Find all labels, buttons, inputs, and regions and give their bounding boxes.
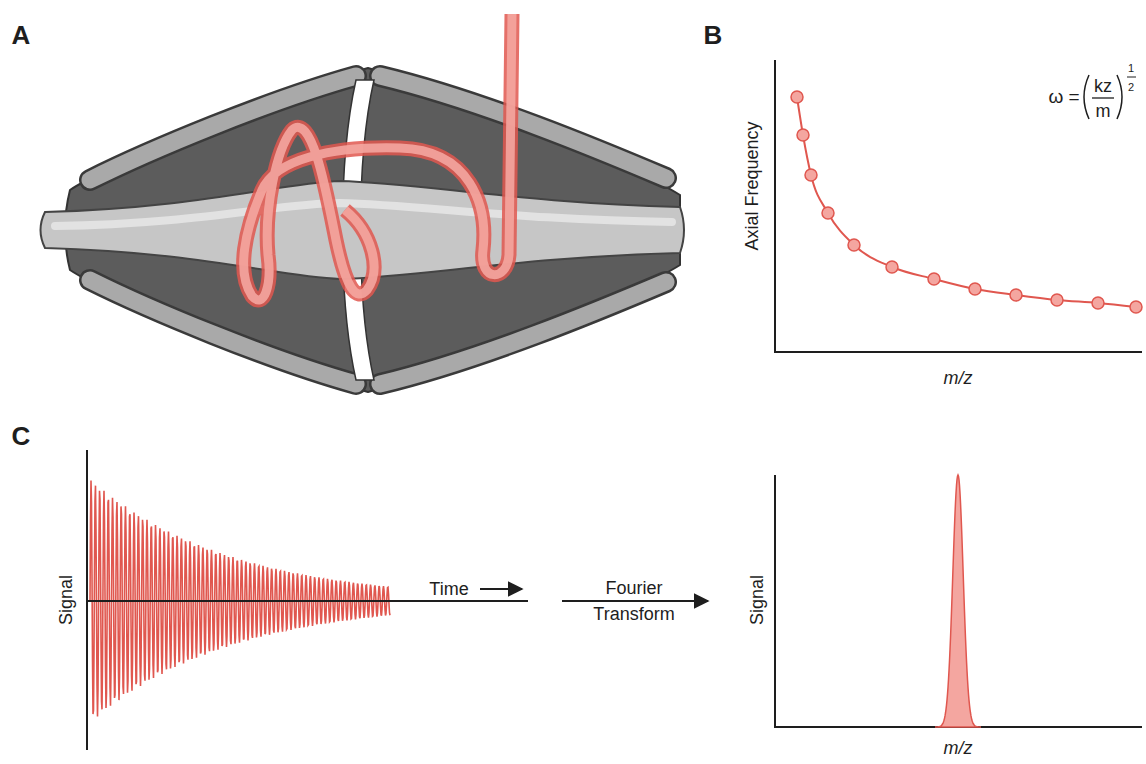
data-point [969,283,981,295]
data-point [797,129,809,141]
ion-trajectory [244,14,512,300]
electrode-rim [380,282,666,384]
data-point [822,207,834,219]
data-point [1010,289,1022,301]
ion-trajectory [244,14,512,300]
data-point [848,239,860,251]
fit-curve [797,97,1136,307]
axis-line [775,475,1142,727]
text-label: 2 [1128,81,1134,94]
electrode-rim [90,280,356,384]
fraction-bar [1127,77,1136,78]
text-label: Axial Frequency [742,121,763,250]
data-point [805,169,817,181]
text-label: Fourier Transform [584,575,684,627]
text-label: ω = [1048,86,1079,108]
transform-arrow [562,600,708,602]
text-label: m/z [944,368,973,389]
parenthesis [1117,75,1122,119]
spectrum-peak [935,475,981,727]
electrode-rim [380,282,666,384]
text-label: Time [429,579,468,600]
fraction-bar [1092,97,1114,98]
data-point [1092,297,1104,309]
data-point [1130,301,1142,313]
data-point [928,273,940,285]
parenthesis [1084,75,1089,119]
electrode-rim [380,76,666,178]
data-point [791,91,803,103]
electrode-rim [380,76,666,178]
electrode-rim [90,280,356,384]
data-point [886,261,898,273]
text-label: Signal [56,575,77,625]
panel-letter: A [12,21,31,51]
orbitrap-illustration [41,14,685,392]
text-label: kz [1094,76,1112,97]
text-label: m [1096,101,1111,122]
text-label: m/z [944,738,973,759]
zero-line [87,600,528,602]
text-label: Signal [747,575,768,625]
panel-letter: C [12,422,31,452]
time-arrow [480,588,522,590]
panel-letter: B [704,21,723,51]
axis-line [775,60,1142,352]
time-domain-signal [90,481,390,717]
text-label: 1 [1128,62,1134,75]
data-point [1051,294,1063,306]
